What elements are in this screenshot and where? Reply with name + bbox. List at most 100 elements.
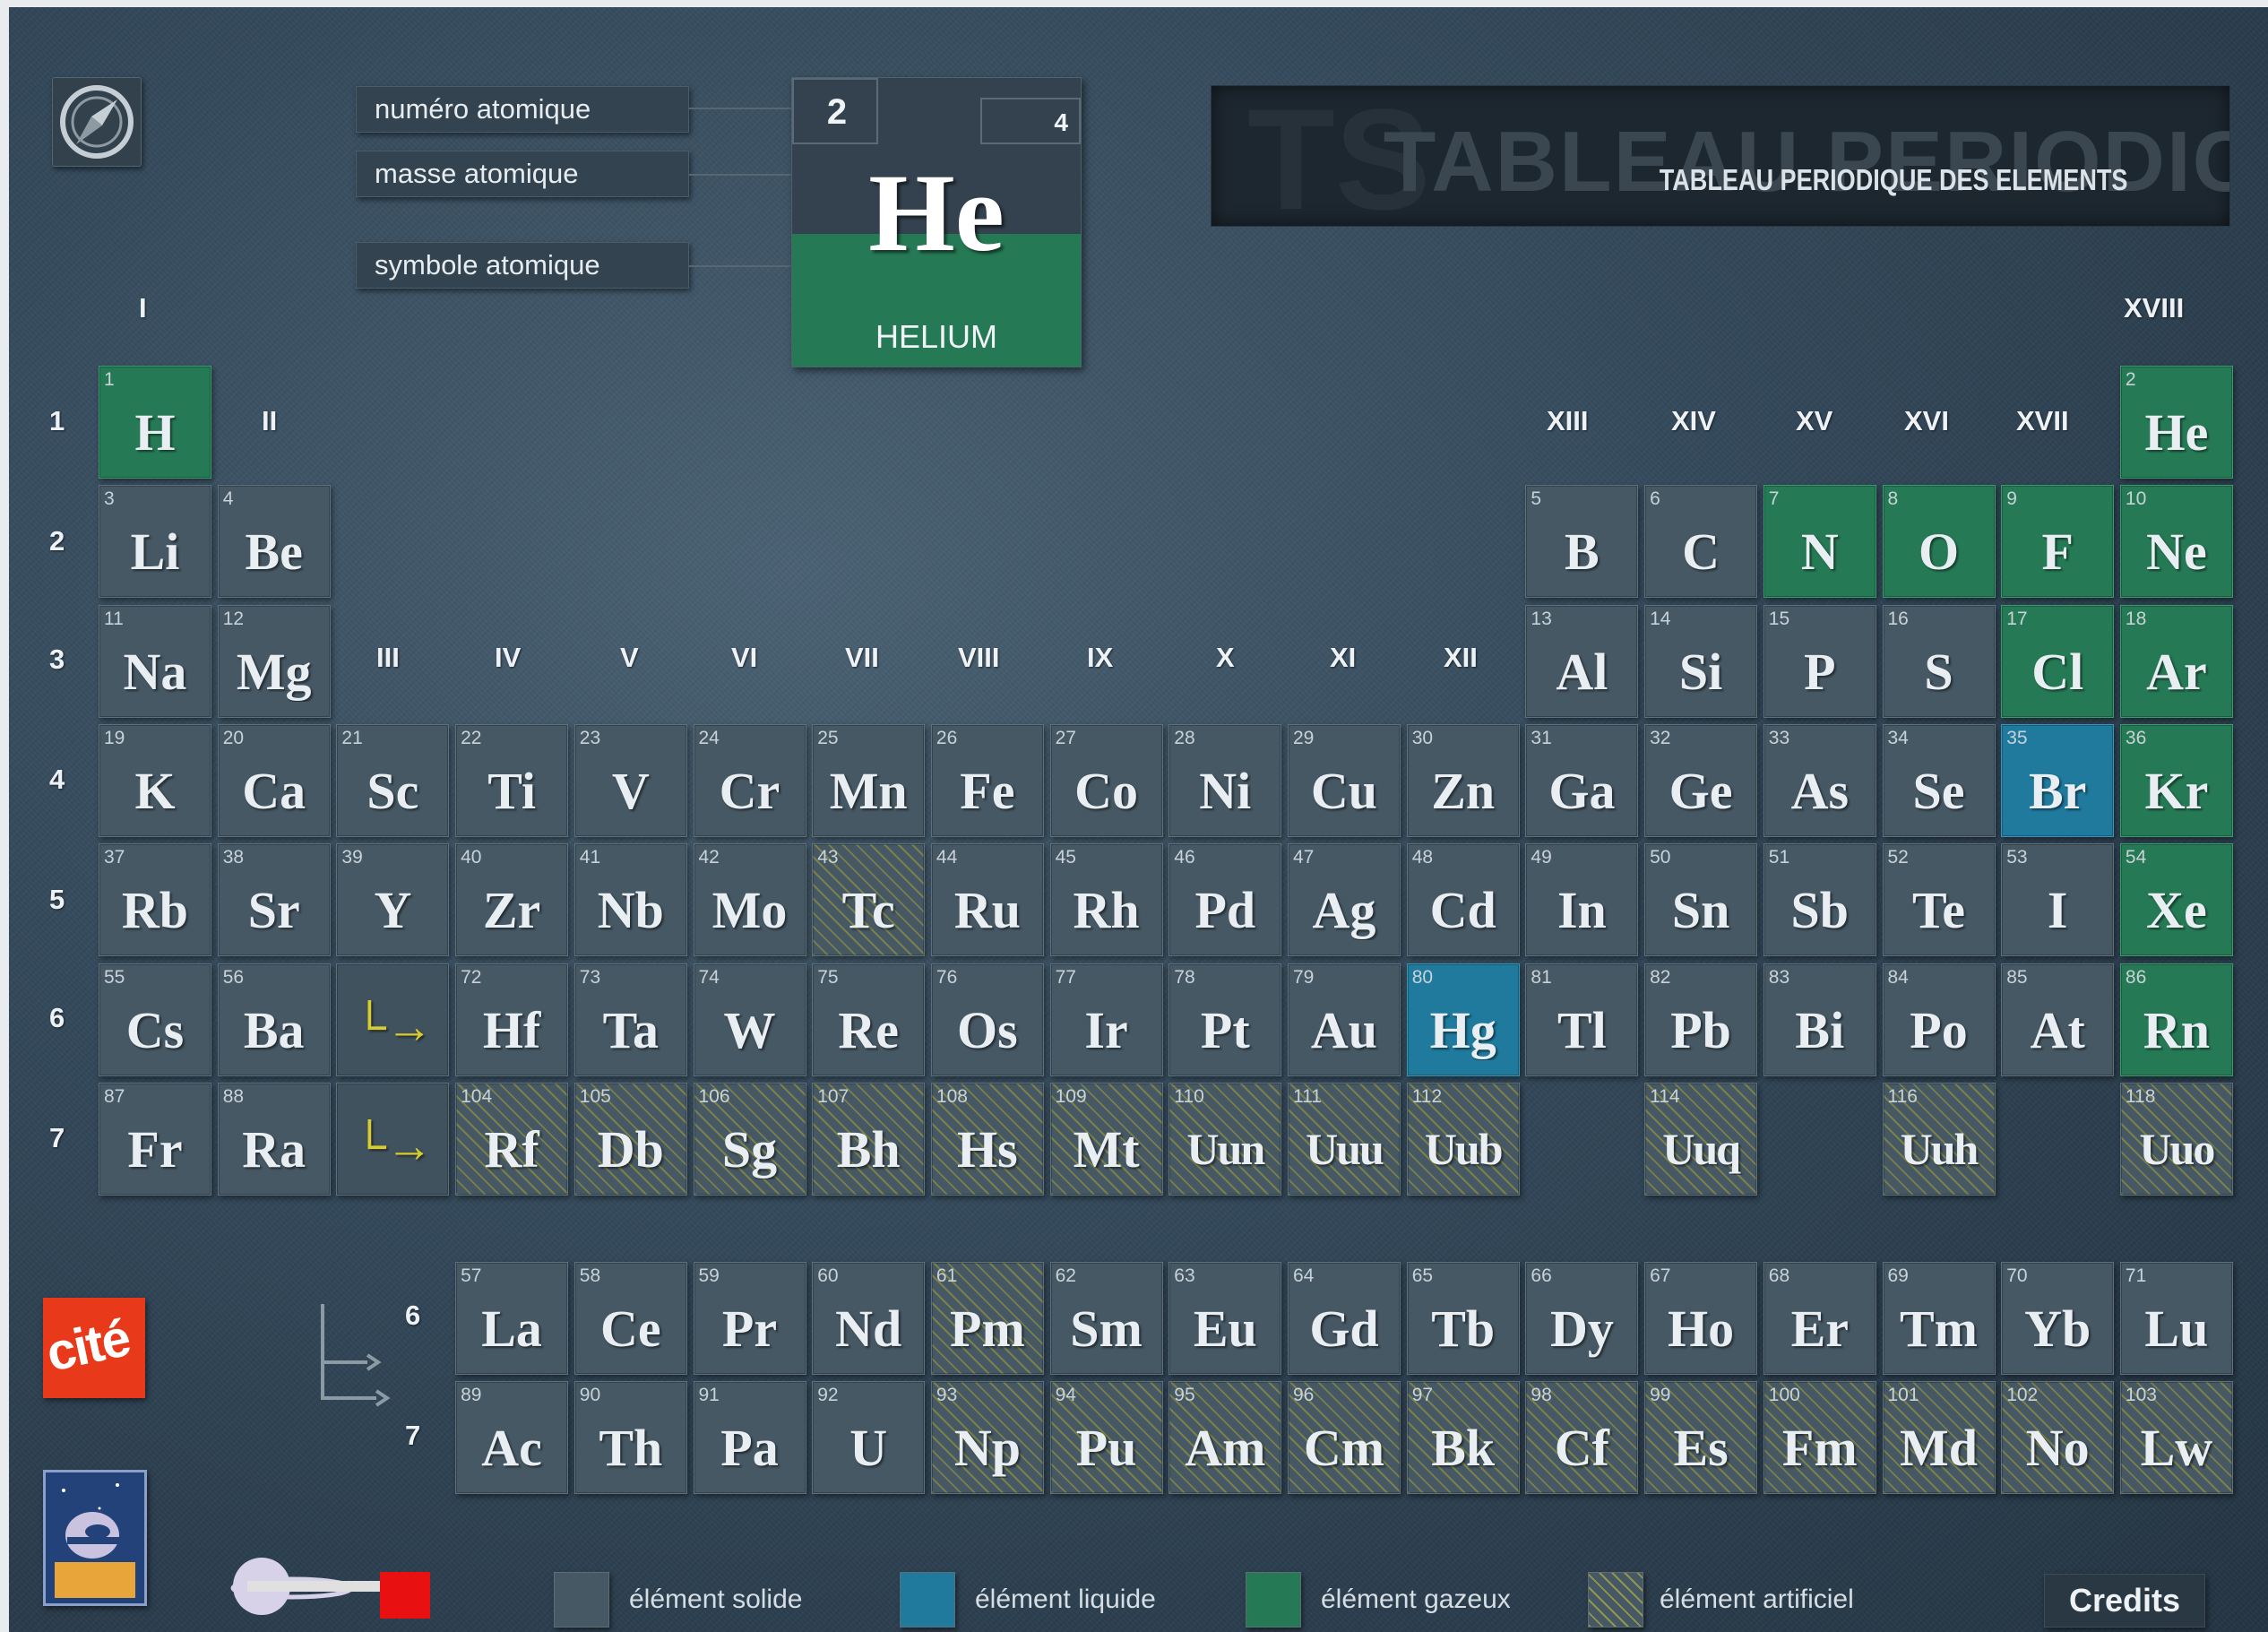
key-atomic-mass[interactable]: masse atomique <box>356 151 689 197</box>
e-science-logo[interactable] <box>43 1470 147 1606</box>
cite-logo[interactable]: cité <box>41 1298 145 1398</box>
series-placeholder-cell[interactable]: └→ <box>336 1082 450 1196</box>
compass-icon[interactable] <box>52 77 142 167</box>
partner-logo[interactable] <box>229 1550 432 1622</box>
key-atomic-symbol[interactable]: symbole atomique <box>356 242 689 289</box>
credits-button[interactable]: Credits <box>2044 1574 2205 1628</box>
key-atomic-number[interactable]: numéro atomique <box>356 86 689 133</box>
series-placeholder-cell[interactable]: └→ <box>336 963 450 1076</box>
